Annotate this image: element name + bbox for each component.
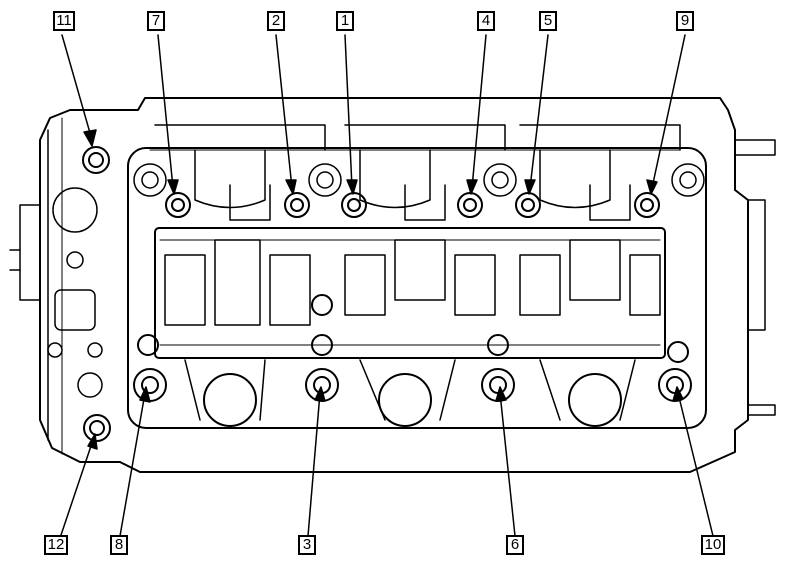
callout-12: 12	[44, 535, 68, 555]
callout-10: 10	[701, 535, 725, 555]
head-outline	[39, 97, 749, 473]
callout-7: 7	[147, 11, 165, 31]
leader-lines	[59, 34, 714, 539]
bolt-5	[515, 192, 541, 218]
bolt-11	[82, 146, 110, 174]
callout-2: 2	[267, 11, 285, 31]
bolt-12	[83, 414, 111, 442]
inner-frame	[127, 147, 707, 429]
callout-3: 3	[298, 535, 316, 555]
callout-8: 8	[110, 535, 128, 555]
bolt-9	[634, 192, 660, 218]
bolts-upper	[82, 146, 660, 218]
bolt-7	[165, 192, 191, 218]
callout-11: 11	[53, 11, 75, 31]
bolt-4	[457, 192, 483, 218]
right-end-details	[734, 139, 776, 416]
bolt-8	[133, 368, 167, 402]
callout-6: 6	[506, 535, 524, 555]
left-end-details	[9, 187, 103, 398]
spark-plug-wells	[203, 373, 622, 427]
callout-1: 1	[336, 11, 354, 31]
callout-5: 5	[539, 11, 557, 31]
bolt-2	[284, 192, 310, 218]
bolt-1	[341, 192, 367, 218]
cam-lobes	[164, 239, 661, 326]
callout-4: 4	[477, 11, 495, 31]
callout-9: 9	[676, 11, 694, 31]
rocker-arms-upper	[194, 149, 631, 221]
